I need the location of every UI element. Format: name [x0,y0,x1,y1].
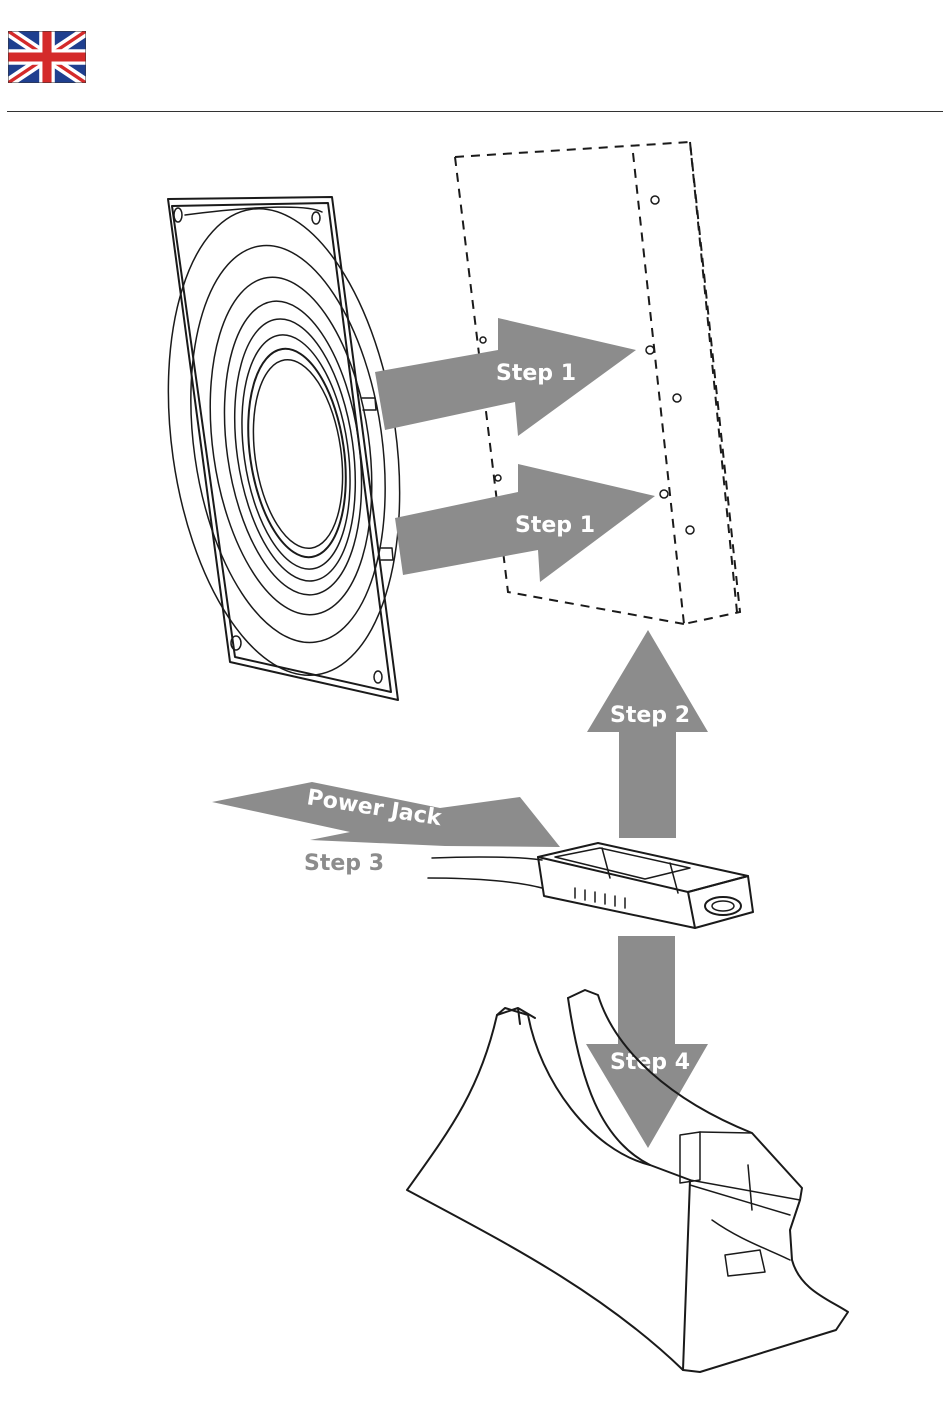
step1-lower-arrow: Step 1 [395,464,655,582]
step4-arrow: Step 4 [586,936,708,1148]
step3-label: Step 3 [304,851,384,876]
speaker-panel [140,194,427,700]
step2-arrow: Step 2 [587,630,708,838]
step1-upper-arrow: Step 1 [375,318,636,436]
amplifier-module [428,843,753,928]
power-jack-arrow: Power Jack Step 3 [212,782,560,876]
step1-lower-label: Step 1 [515,513,595,538]
step1-upper-label: Step 1 [496,361,576,386]
step2-label: Step 2 [610,703,690,728]
speaker-stand [407,990,848,1372]
